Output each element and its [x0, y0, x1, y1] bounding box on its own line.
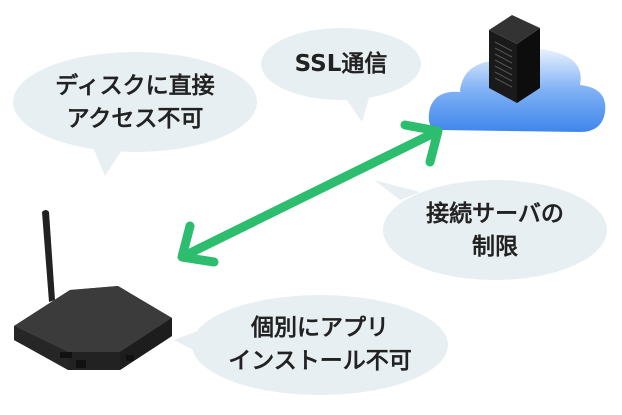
disk-line2: アクセス不可	[66, 106, 204, 132]
server-line1: 接続サーバの	[426, 201, 564, 227]
apps-line2: インストール不可	[228, 348, 412, 374]
tv-box-device-icon	[14, 210, 172, 370]
bubble-ssl	[261, 28, 421, 122]
bubble-apps	[174, 295, 448, 395]
cloud-server-icon	[428, 15, 606, 132]
ssl-line1: SSL通信	[294, 51, 388, 77]
disk-access-label: ディスクに直接 アクセス不可	[22, 70, 248, 136]
server-limit-label: 接続サーバの 制限	[392, 198, 598, 264]
ssl-label: SSL通信	[265, 48, 417, 81]
apps-line1: 個別にアプリ	[251, 315, 389, 341]
app-install-label: 個別にアプリ インストール不可	[200, 312, 440, 378]
server-line2: 制限	[472, 234, 518, 260]
double-arrow-icon	[177, 120, 443, 267]
bubble-server	[374, 180, 607, 280]
disk-line1: ディスクに直接	[55, 73, 215, 99]
bubble-disk	[13, 52, 257, 176]
